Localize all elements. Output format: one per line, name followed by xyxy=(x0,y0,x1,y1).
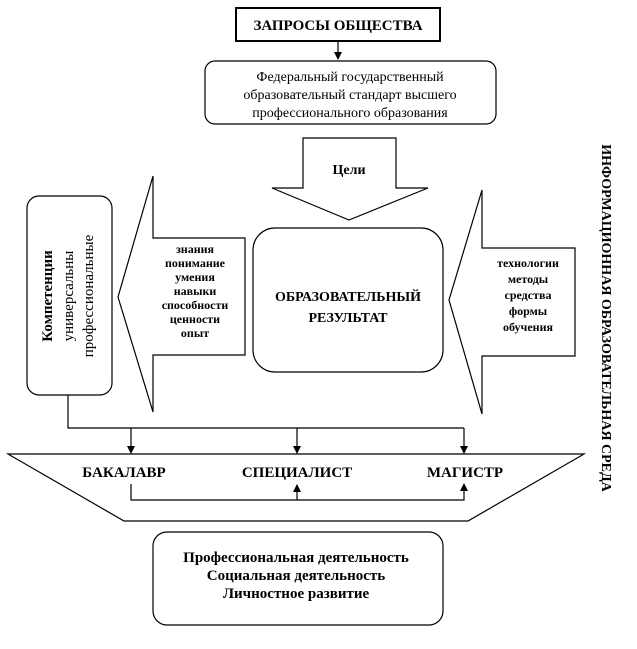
federal-standard-line-1: Федеральный государственный xyxy=(256,70,444,85)
goals-arrow xyxy=(271,137,429,221)
level-master: МАГИСТР xyxy=(427,465,503,481)
knowledge-item-6: ценности xyxy=(170,312,220,326)
knowledge-item-5: способности xyxy=(162,298,229,312)
methods-item-4: формы xyxy=(509,304,548,318)
methods-item-3: средства xyxy=(505,288,552,302)
knowledge-item-7: опыт xyxy=(181,326,209,340)
levels-band xyxy=(5,453,587,522)
knowledge-item-4: навыки xyxy=(174,284,217,298)
competencies-title: Компетенции xyxy=(40,250,56,342)
competencies-box xyxy=(26,195,113,396)
educational-result-line-2: РЕЗУЛЬТАТ xyxy=(308,311,388,326)
competencies-item-2: профессиональные xyxy=(81,234,97,357)
outcome-personal: Личностное развитие xyxy=(223,586,370,602)
methods-arrow xyxy=(448,189,576,415)
information-environment-label: ИНФОРМАЦИОННАЯ ОБРАЗОВАТЕЛЬНАЯ СРЕДА xyxy=(598,144,613,492)
knowledge-item-1: знания xyxy=(176,242,215,256)
methods-item-2: методы xyxy=(508,272,549,286)
methods-item-5: обучения xyxy=(503,320,553,334)
methods-item-1: технологии xyxy=(497,256,559,270)
outcome-social: Социальная деятельность xyxy=(207,568,386,584)
federal-standard-line-3: профессионального образования xyxy=(252,106,448,121)
educational-result-line-1: ОБРАЗОВАТЕЛЬНЫЙ xyxy=(275,288,421,305)
knowledge-item-2: понимание xyxy=(165,256,226,270)
level-specialist: СПЕЦИАЛИСТ xyxy=(242,465,352,481)
educational-result-box xyxy=(252,227,444,373)
knowledge-arrow xyxy=(117,175,246,413)
competencies-item-1: универсальны xyxy=(61,251,77,342)
knowledge-item-3: умения xyxy=(175,270,215,284)
society-requests-box xyxy=(235,7,441,42)
outcome-professional: Профессиональная деятельность xyxy=(183,550,409,566)
federal-standard-line-2: образовательный стандарт высшего xyxy=(243,88,456,103)
level-bachelor: БАКАЛАВР xyxy=(82,465,165,481)
society-requests-label: ЗАПРОСЫ ОБЩЕСТВА xyxy=(253,18,422,34)
federal-standard-box xyxy=(204,60,497,125)
outcomes-box xyxy=(152,531,444,626)
competencies-connector xyxy=(67,395,464,429)
goals-arrow-label: Цели xyxy=(332,163,365,178)
